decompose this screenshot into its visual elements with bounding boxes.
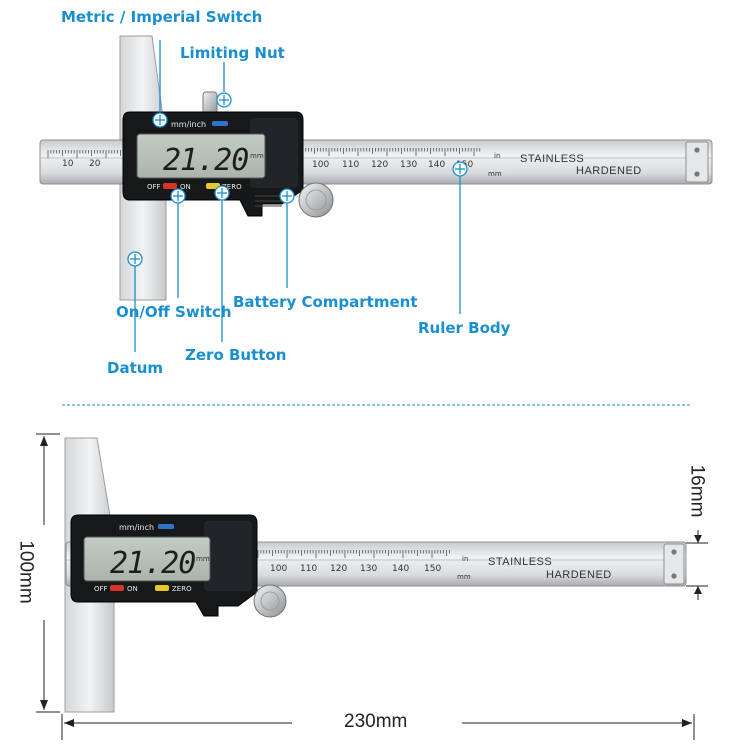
off-label: OFF: [94, 585, 108, 593]
lcd-screen: [83, 536, 211, 582]
on-off-button[interactable]: [110, 585, 124, 591]
scale-number: 110: [300, 564, 317, 574]
on-label: ON: [127, 585, 138, 593]
zero-label: ZERO: [172, 585, 192, 593]
scale-number: 130: [400, 160, 417, 170]
dimension-length: 230mm: [344, 711, 408, 732]
marker-zero-button: [214, 185, 230, 342]
callout-limiting-nut: Limiting Nut: [180, 44, 285, 62]
callout-ruler-body: Ruler Body: [418, 319, 511, 337]
on-label: ON: [180, 183, 191, 191]
dimension-arrows: [40, 436, 702, 727]
marker-battery: [279, 188, 295, 288]
callout-on-off: On/Off Switch: [116, 303, 232, 321]
marker-on-off: [170, 188, 186, 298]
scale-number: 150: [424, 564, 441, 574]
thumb-wheel[interactable]: [298, 182, 334, 218]
lcd-screen: [136, 133, 266, 179]
scale-ticks-bottom: [257, 550, 450, 558]
callout-metric-switch: Metric / Imperial Switch: [61, 8, 263, 26]
zero-label: ZERO: [222, 183, 242, 191]
unit-switch-button[interactable]: [212, 121, 228, 126]
off-label: OFF: [147, 183, 161, 191]
scale-unit-in: in: [494, 152, 500, 160]
unit-switch-label: mm/inch: [119, 523, 154, 532]
scale-number: 20: [89, 159, 101, 169]
scale-number: 140: [428, 160, 445, 170]
lcd-reading: 21.20: [163, 143, 248, 178]
scale-unit-mm: mm: [488, 170, 502, 178]
scale-unit-mm: mm: [457, 573, 471, 581]
scale-number: 120: [330, 564, 347, 574]
marker-datum: [127, 251, 143, 352]
zero-button[interactable]: [206, 183, 220, 189]
dimension-height: 100mm: [15, 540, 37, 604]
scale-unit-in: in: [462, 555, 468, 563]
callout-datum: Datum: [107, 359, 164, 377]
end-cap: [663, 543, 685, 585]
marker-limiting-nut: [216, 62, 232, 108]
limiting-nut: [202, 91, 218, 115]
scale-number: 100: [270, 564, 287, 574]
lcd-unit: mm: [196, 555, 210, 563]
callout-battery: Battery Compartment: [233, 293, 418, 311]
scale-numbers-bottom: 100 110 120 130 140 150 in mm: [270, 555, 471, 581]
marker-ruler-body: [452, 161, 468, 314]
caliper-bottom: 100 110 120 130 140 150 in mm STAINLESS …: [64, 437, 687, 713]
hardened-label: HARDENED: [546, 569, 612, 581]
end-cap: [685, 141, 709, 183]
marker-metric-switch: [152, 40, 168, 128]
on-off-button[interactable]: [163, 183, 177, 189]
lcd-reading: 21.20: [110, 546, 195, 581]
unit-switch-button[interactable]: [158, 524, 174, 529]
zero-button[interactable]: [155, 585, 169, 591]
thumb-wheel[interactable]: [253, 584, 287, 618]
unit-switch-label: mm/inch: [171, 120, 206, 129]
scale-number: 110: [342, 160, 359, 170]
scale-number: 100: [312, 160, 329, 170]
dimension-thickness: 16mm: [686, 464, 708, 518]
scale-number: 130: [360, 564, 377, 574]
caliper-top: 10 20 100 110 120 130 140 150 in mm STAI…: [39, 35, 713, 301]
scale-number: 120: [371, 160, 388, 170]
hardened-label: HARDENED: [576, 165, 642, 177]
scale-number: 10: [62, 159, 74, 169]
lcd-unit: mm: [250, 152, 264, 160]
stainless-label: STAINLESS: [488, 556, 552, 568]
callout-markers: [127, 40, 468, 352]
scale-number: 140: [392, 564, 409, 574]
callout-zero-button: Zero Button: [185, 346, 287, 364]
scale-ticks-top: [47, 148, 481, 158]
stainless-label: STAINLESS: [520, 153, 584, 165]
